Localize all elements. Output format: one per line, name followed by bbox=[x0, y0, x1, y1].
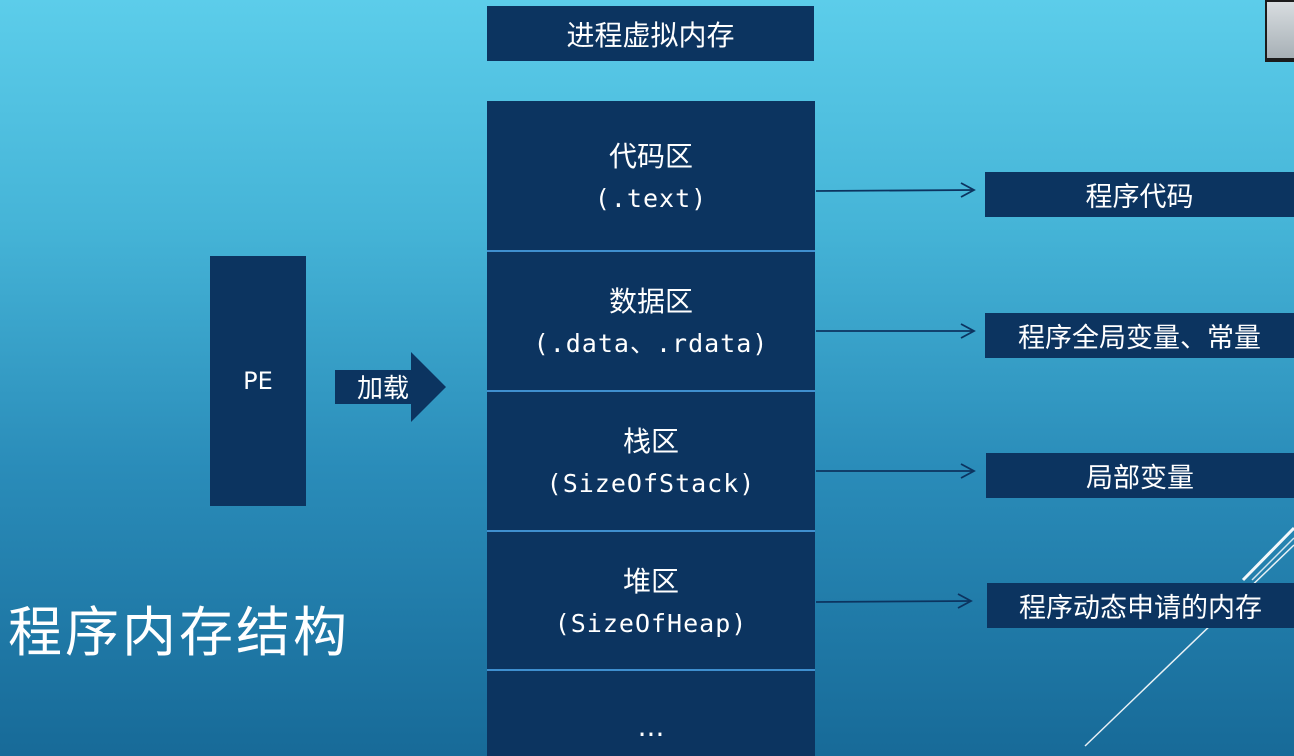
arrow-data-head bbox=[960, 323, 976, 339]
heap-segment: 堆区 (SizeOfHeap) bbox=[487, 532, 815, 669]
desc-program-code: 程序代码 bbox=[985, 172, 1294, 217]
heap-segment-subtitle: (SizeOfHeap) bbox=[554, 608, 748, 638]
segment-divider bbox=[487, 669, 815, 671]
more-segment-title: ... bbox=[637, 709, 665, 743]
desc-local-vars: 局部变量 bbox=[986, 453, 1294, 498]
segment-divider bbox=[487, 530, 815, 532]
segment-divider bbox=[487, 250, 815, 252]
load-arrow-label: 加载 bbox=[357, 374, 409, 404]
pe-file-box: PE bbox=[210, 256, 306, 506]
load-arrow: 加载 bbox=[335, 352, 446, 422]
arrow-heap bbox=[815, 600, 972, 603]
stack-segment-title: 栈区 bbox=[622, 425, 679, 458]
data-segment-subtitle: (.data、.rdata) bbox=[533, 329, 769, 358]
code-segment-subtitle: (.text) bbox=[594, 183, 708, 213]
stack-segment: 栈区 (SizeOfStack) bbox=[487, 392, 815, 530]
memory-layout-column: 代码区 (.text) 数据区 (.data、.rdata) 栈区 (SizeO… bbox=[487, 101, 815, 756]
arrow-code bbox=[815, 189, 975, 192]
arrow-stack-head bbox=[960, 463, 976, 479]
data-segment: 数据区 (.data、.rdata) bbox=[487, 252, 815, 390]
virtual-memory-header: 进程虚拟内存 bbox=[487, 6, 814, 61]
desc-global-vars: 程序全局变量、常量 bbox=[985, 313, 1294, 358]
data-segment-title: 数据区 bbox=[608, 285, 693, 318]
code-segment: 代码区 (.text) bbox=[487, 101, 815, 250]
arrow-heap-head bbox=[957, 593, 973, 609]
slide-title: 程序内存结构 bbox=[8, 601, 350, 664]
code-segment-title: 代码区 bbox=[608, 139, 693, 173]
desc-dynamic-memory: 程序动态申请的内存 bbox=[987, 583, 1294, 628]
arrow-code-head bbox=[960, 182, 976, 198]
webcam-overlay bbox=[1265, 0, 1294, 62]
segment-divider bbox=[487, 390, 815, 392]
heap-segment-title: 堆区 bbox=[622, 564, 679, 598]
stack-segment-subtitle: (SizeOfStack) bbox=[546, 469, 756, 498]
more-segment: ... bbox=[487, 671, 815, 756]
